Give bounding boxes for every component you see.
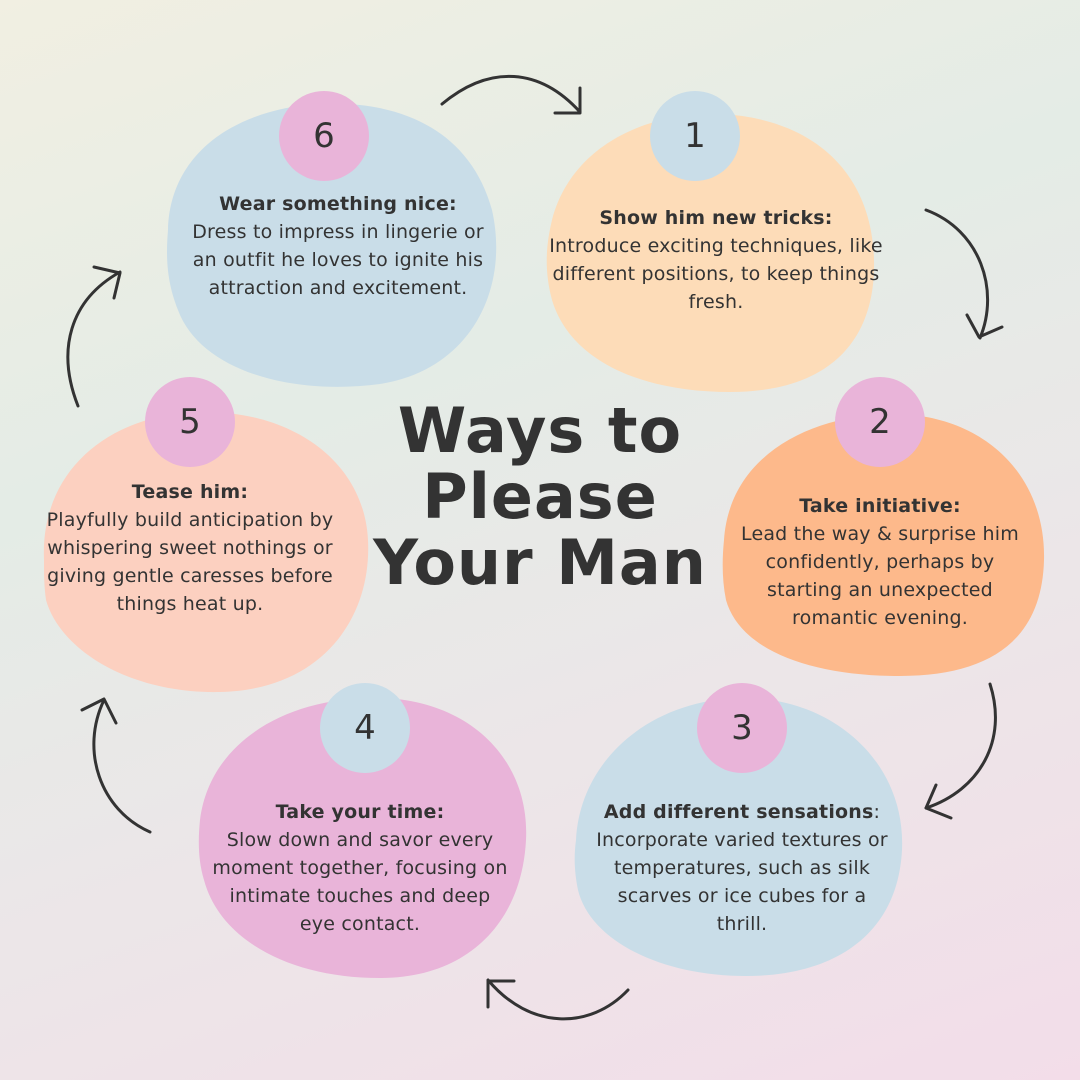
step-5-badge: 5 (145, 377, 235, 467)
step-6-body: Dress to impress in lingerie or an outfi… (192, 221, 484, 299)
title-line-3: Your Man (373, 526, 707, 599)
step-1-badge: 1 (650, 91, 740, 181)
step-6-text: Wear something nice: Dress to impress in… (178, 190, 498, 302)
step-2-body: Lead the way & surprise him confidently,… (741, 523, 1019, 629)
arrow-5-to-6-icon (66, 265, 122, 408)
step-2-heading: Take initiative: (799, 495, 961, 517)
step-3-body: Incorporate varied textures or temperatu… (596, 829, 888, 935)
step-4-body: Slow down and savor every moment togethe… (212, 829, 508, 935)
blob-step-5 (43, 411, 369, 693)
blob-step-6 (167, 103, 497, 387)
arrow-2-to-3-icon (924, 682, 997, 820)
step-6-heading: Wear something nice: (219, 193, 457, 215)
blob-step-3 (574, 697, 903, 976)
step-5-body: Playfully build anticipation by whisperi… (46, 509, 334, 615)
blob-step-2 (722, 413, 1045, 676)
blob-step-1 (546, 113, 875, 393)
step-3-heading: Add different sensations (603, 801, 874, 823)
step-3-heading-colon: : (873, 801, 881, 823)
step-6-badge: 6 (279, 91, 369, 181)
arrow-1-to-2-icon (924, 208, 1004, 340)
step-3-badge: 3 (697, 683, 787, 773)
title-line-2: Please (422, 460, 658, 533)
step-4-text: Take your time: Slow down and savor ever… (210, 798, 510, 938)
step-2-badge: 2 (835, 377, 925, 467)
page-title: Ways to Please Your Man (360, 398, 720, 596)
step-1-text: Show him new tricks: Introduce exciting … (546, 204, 886, 316)
step-5-heading: Tease him: (131, 481, 249, 503)
step-1-body: Introduce exciting techniques, like diff… (549, 235, 883, 313)
blob-step-4 (198, 697, 527, 978)
title-line-1: Ways to (397, 394, 683, 467)
step-4-badge: 4 (320, 683, 410, 773)
step-2-text: Take initiative: Lead the way & surprise… (726, 492, 1034, 632)
arrow-3-to-4-icon (486, 978, 630, 1021)
step-3-text: Add different sensations: Incorporate va… (592, 798, 892, 938)
step-3-heading-row: Add different sensations: (592, 798, 892, 826)
step-1-heading: Show him new tricks: (599, 207, 833, 229)
arrow-6-to-1-icon (440, 75, 582, 115)
arrow-4-to-5-icon (80, 697, 152, 834)
step-4-heading: Take your time: (275, 801, 445, 823)
step-5-text: Tease him: Playfully build anticipation … (40, 478, 340, 618)
